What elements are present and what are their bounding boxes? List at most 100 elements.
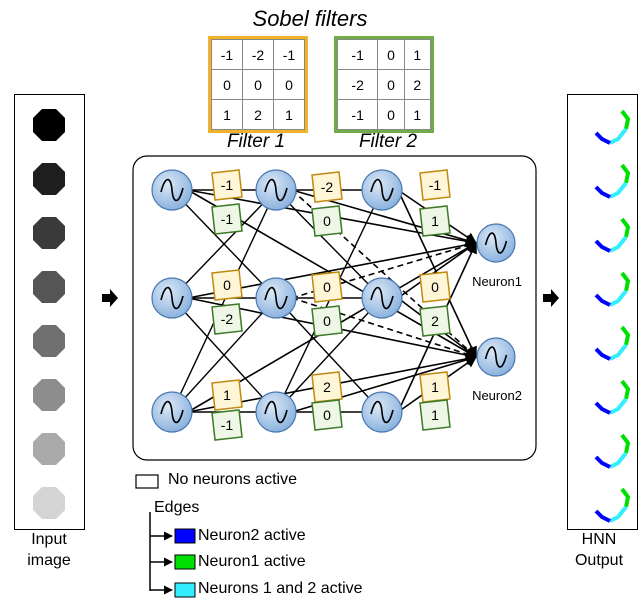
output-neuron-2 [476,337,516,377]
output-edge-glyph [594,163,631,199]
output-edge-green [620,109,631,130]
weight-tag-box [211,269,243,301]
filter2-cell: -1 [336,99,379,130]
output-edge-blue [594,131,611,145]
legend-none-label: No neurons active [168,471,297,488]
filter2-weight-tag: 2 [419,305,451,337]
grid-neuron [255,391,297,433]
neuron1-label: Neuron1 [472,274,522,289]
weight-tag-box [419,205,451,237]
weight-value: 0 [223,277,231,293]
output-edge-blue [594,293,611,307]
weight-tag-box [311,171,343,203]
sine-wave-icon [160,286,184,310]
filter1-weight-tag: 0 [419,271,451,303]
weight-value: 1 [223,387,231,403]
input-pixel-blob [33,271,65,303]
grid-edge [171,297,277,413]
grid-edge [171,189,277,299]
grid-neuron [361,277,403,319]
output-edge-glyph [594,379,631,415]
output-caption-line1: HNN [581,531,617,548]
weight-value: 0 [431,279,439,295]
weight-tag-box [311,205,343,237]
output-image-svg [594,109,631,523]
output-edge-cyan [609,181,628,199]
output-edge-blue [594,347,611,361]
sine-wave-icon [370,400,394,424]
input-pixel-blob [33,217,65,249]
weight-tag-box [211,203,243,235]
legend-both-swatch [174,582,196,598]
weight-value: 0 [323,213,331,229]
weight-value: -1 [429,177,442,193]
weight-tag-box [211,379,243,411]
output-neuron-1 [476,223,516,263]
output-edge-glyph [594,271,631,307]
filter1-label: Filter 1 [226,131,286,152]
weight-value: 2 [323,379,331,395]
output-edge-green [620,325,631,346]
weight-value: -1 [221,177,234,193]
filter2-cell: 1 [403,39,432,70]
output-edge-cyan [609,505,628,523]
legend-neuron1-label: Neuron1 active [198,553,306,570]
input-image-strip [14,94,85,530]
sine-wave-icon [264,178,288,202]
output-edge-glyph [594,217,631,253]
output-edge-cyan [609,397,628,415]
input-pixel-blob [33,487,65,519]
filter1-cell: 0 [273,69,305,100]
grid-neuron [255,169,297,211]
grid-neuron [361,169,403,211]
filter2-cell: 0 [377,69,405,100]
output-edge-glyph [594,433,631,469]
weight-value: -2 [221,311,234,327]
weight-tag-box [311,305,343,337]
filter1-weight-tag: -2 [311,171,343,203]
filter1-cell: 1 [273,99,305,130]
weight-tag-box [311,371,343,403]
output-edge-green [620,217,631,238]
weight-tag-box [419,305,451,337]
network-to-output-arrow [543,289,559,307]
filter1-cell: 2 [242,99,274,130]
output-edge-glyph [594,325,631,361]
weight-tag-box [311,271,343,303]
sine-wave-icon [370,178,394,202]
grid-edge [275,189,383,299]
output-image-strip [567,94,638,530]
input-to-network-arrow [102,289,118,307]
legend-neuron1-swatch [174,554,196,570]
weight-tag-box [419,271,451,303]
filter2-weight-tag: 0 [311,399,343,431]
input-pixel-blob [33,325,65,357]
filter1-cell: 1 [211,99,243,130]
grid-neuron [151,391,193,433]
filter1-weight-tag: 0 [211,269,243,301]
sine-wave-icon [484,346,508,368]
weight-tag-box [211,303,243,335]
filter2-weight-tag: 1 [419,399,451,431]
sine-wave-icon [264,400,288,424]
legend-both-label: Neurons 1 and 2 active [198,580,363,597]
filter1-weight-tag: 0 [311,271,343,303]
output-edge-blue [594,401,611,415]
output-edge-cyan [609,127,628,145]
filter2-cell: 1 [403,99,432,130]
output-edge-cyan [609,235,628,253]
input-pixel-blob [33,109,65,141]
filter2-weight-tag: 0 [311,205,343,237]
weight-value: 0 [323,407,331,423]
input-caption-line2: image [27,552,71,569]
filter2-weight-tag: -1 [211,409,243,441]
filter1-weight-tag: 2 [311,371,343,403]
filter2-weight-tag: 0 [311,305,343,337]
neuron2-label: Neuron2 [472,388,522,403]
weight-value: 1 [431,379,439,395]
network-neurons [151,169,516,433]
input-pixel-blob [33,433,65,465]
